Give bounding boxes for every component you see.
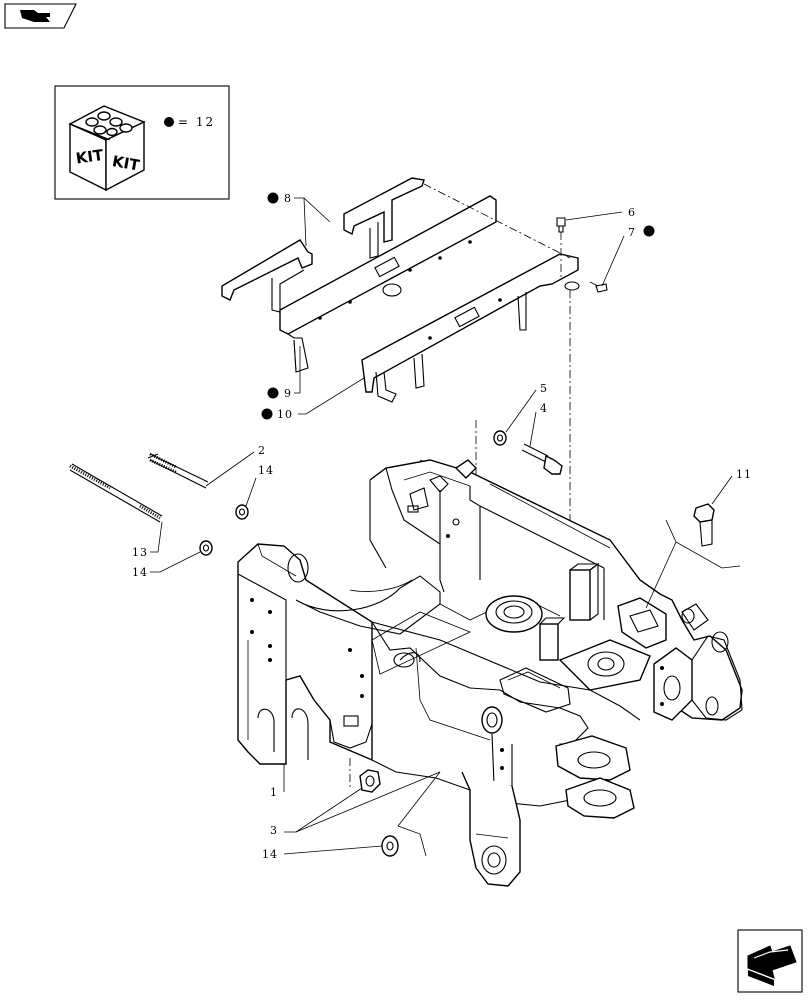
callout-1: 1 bbox=[270, 786, 278, 799]
part-13-rod bbox=[69, 463, 163, 523]
part-3-nut bbox=[359, 769, 381, 793]
part-9-plate bbox=[279, 195, 497, 373]
callout-11: 11 bbox=[736, 468, 752, 481]
kit-box-icon bbox=[68, 105, 146, 192]
callout-6: 6 bbox=[628, 206, 636, 219]
part-11-bolt bbox=[693, 503, 715, 547]
kit-dot-7 bbox=[643, 225, 655, 237]
part-14-washer-b bbox=[199, 540, 213, 556]
callouts: 6 7 8 9 10 5 4 2 14 13 14 bbox=[132, 192, 752, 861]
part-14-washer-c bbox=[381, 835, 399, 857]
kit-dot-9 bbox=[267, 387, 279, 399]
part-1-chassis bbox=[237, 459, 743, 887]
callout-5: 5 bbox=[540, 382, 548, 395]
kit-dot-icon bbox=[164, 117, 174, 127]
callout-2: 2 bbox=[258, 444, 266, 457]
part-5-washer bbox=[493, 430, 507, 446]
kit-equals-text: = 12 bbox=[178, 115, 215, 129]
callout-14c: 14 bbox=[262, 848, 278, 861]
part-8-brackets bbox=[221, 177, 425, 313]
next-page-arrow-icon[interactable] bbox=[737, 929, 803, 993]
part-6-screw bbox=[556, 217, 566, 233]
part-14-washer-a bbox=[235, 504, 249, 520]
part-4-bolt bbox=[521, 443, 563, 475]
callout-7: 7 bbox=[628, 226, 636, 239]
kit-dot-8 bbox=[267, 192, 279, 204]
callout-4: 4 bbox=[540, 402, 548, 415]
centerline-a bbox=[423, 183, 571, 259]
callout-14b: 14 bbox=[132, 566, 148, 579]
kit-dot-10 bbox=[261, 408, 273, 420]
kit-box: KIT KIT = 12 bbox=[54, 85, 230, 200]
book-arrow-tab-icon[interactable] bbox=[4, 3, 77, 29]
callout-8: 8 bbox=[284, 192, 292, 205]
kit-label-right: KIT bbox=[111, 152, 142, 175]
callout-10: 10 bbox=[277, 408, 293, 421]
kit-label-left: KIT bbox=[75, 146, 105, 168]
callout-14a: 14 bbox=[258, 464, 274, 477]
callout-13: 13 bbox=[132, 546, 148, 559]
part-7-bolt bbox=[589, 281, 608, 293]
part-2-rod bbox=[147, 452, 209, 489]
part-10-bracket bbox=[361, 253, 580, 403]
callout-3: 3 bbox=[270, 824, 278, 837]
callout-9: 9 bbox=[284, 387, 292, 400]
